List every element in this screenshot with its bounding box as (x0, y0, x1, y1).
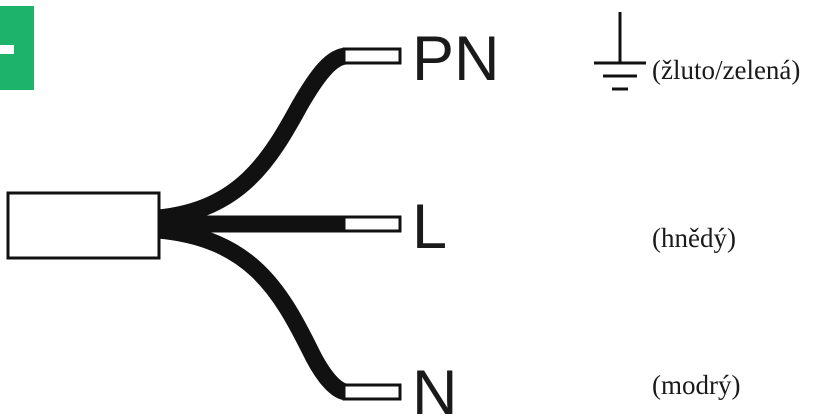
wire-end-pe (342, 47, 402, 65)
cable-sheath (6, 191, 161, 260)
wire-label-n: N (412, 358, 458, 417)
color-note-pe: (žluto/zelená) (652, 55, 800, 85)
wire-n (157, 221, 349, 401)
ground-symbol-icon (594, 12, 646, 91)
color-note-l: (hnědý) (652, 223, 736, 253)
wire-end-n (342, 383, 402, 401)
wires (157, 47, 349, 401)
wire-pe (157, 47, 349, 227)
wire-label-pe: PN (412, 24, 500, 94)
color-note-n: (modrý) (652, 370, 740, 400)
green-corner-tab-notch (0, 45, 14, 54)
wire-end-l (342, 215, 402, 233)
wire-label-l: L (412, 192, 447, 262)
